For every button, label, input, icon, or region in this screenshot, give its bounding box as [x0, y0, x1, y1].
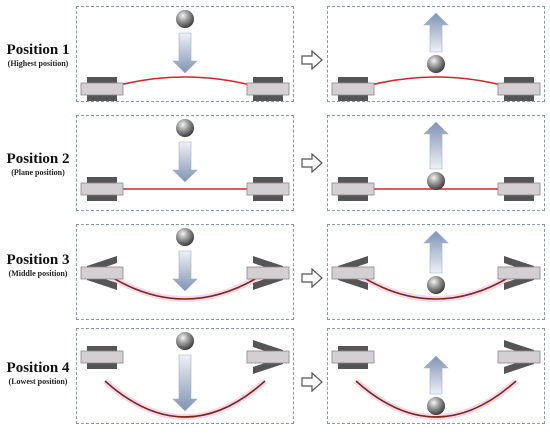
position-title: Position 3 — [6, 252, 70, 268]
position-subtitle: (Lowest position) — [8, 377, 68, 386]
sphere-icon — [176, 119, 194, 137]
string — [104, 380, 266, 418]
arrow-down-icon — [172, 250, 198, 292]
impact-panel — [76, 6, 294, 102]
hollow-arrow-right-icon — [301, 50, 323, 70]
position-label: Position 1(Highest position) — [0, 42, 76, 69]
position-subtitle: (Plane position) — [11, 168, 65, 177]
sphere-icon — [176, 228, 194, 246]
clamp-icon — [331, 177, 375, 201]
rebound-diagram — [331, 12, 541, 101]
sphere-icon — [427, 172, 445, 190]
clamp-icon — [497, 256, 541, 290]
position-label: Position 3(Middle position) — [0, 252, 76, 279]
hollow-arrow-right-icon — [301, 268, 323, 288]
position-row: Position 2(Plane position) — [0, 113, 550, 221]
string — [355, 76, 517, 90]
arrow-down-icon — [172, 354, 198, 412]
position-row: Position 1(Highest position) — [0, 4, 550, 112]
rebound-diagram — [331, 340, 541, 420]
string — [104, 76, 266, 90]
clamp-icon — [497, 77, 541, 101]
clamp-icon — [80, 77, 124, 101]
sphere-icon — [427, 397, 445, 415]
arrow-up-icon — [423, 121, 449, 170]
position-subtitle: (Highest position) — [7, 59, 69, 68]
position-title: Position 2 — [6, 151, 70, 167]
sphere-icon — [176, 332, 194, 350]
clamp-icon — [497, 177, 541, 201]
impact-diagram — [80, 119, 290, 201]
rebound-panel — [327, 224, 545, 320]
string — [355, 272, 517, 300]
arrow-down-icon — [172, 141, 198, 183]
arrow-up-icon — [423, 12, 449, 53]
position-label: Position 4(Lowest position) — [0, 360, 76, 387]
arrow-up-icon — [423, 355, 449, 395]
position-title: Position 1 — [6, 42, 70, 58]
impact-diagram — [80, 332, 290, 420]
rebound-diagram — [331, 121, 541, 201]
clamp-icon — [80, 177, 124, 201]
impact-panel — [76, 328, 294, 424]
impact-panel — [76, 115, 294, 211]
clamp-icon — [331, 346, 375, 369]
sphere-icon — [176, 10, 194, 28]
position-label: Position 2(Plane position) — [0, 151, 76, 178]
rebound-panel — [327, 328, 545, 424]
clamp-icon — [246, 77, 290, 101]
hollow-arrow-right-icon — [301, 372, 323, 392]
arrow-down-icon — [172, 32, 198, 74]
clamp-icon — [80, 346, 124, 369]
impact-panel — [76, 224, 294, 320]
sphere-icon — [427, 55, 445, 73]
clamp-icon — [331, 77, 375, 101]
clamp-icon — [497, 340, 541, 374]
position-title: Position 4 — [6, 360, 70, 376]
arrow-up-icon — [423, 230, 449, 274]
impact-diagram — [80, 228, 290, 302]
position-subtitle: (Middle position) — [8, 269, 68, 278]
clamp-icon — [246, 256, 290, 290]
string — [104, 272, 266, 300]
clamp-icon — [246, 177, 290, 201]
string — [355, 380, 517, 418]
clamp-icon — [80, 256, 124, 290]
rebound-panel — [327, 115, 545, 211]
clamp-icon — [246, 340, 290, 374]
sphere-icon — [427, 276, 445, 294]
rebound-panel — [327, 6, 545, 102]
position-row: Position 4(Lowest position) — [0, 326, 550, 434]
clamp-icon — [331, 256, 375, 290]
position-row: Position 3(Middle position) — [0, 222, 550, 330]
hollow-arrow-right-icon — [301, 153, 323, 173]
rebound-diagram — [331, 230, 541, 302]
impact-diagram — [80, 10, 290, 101]
